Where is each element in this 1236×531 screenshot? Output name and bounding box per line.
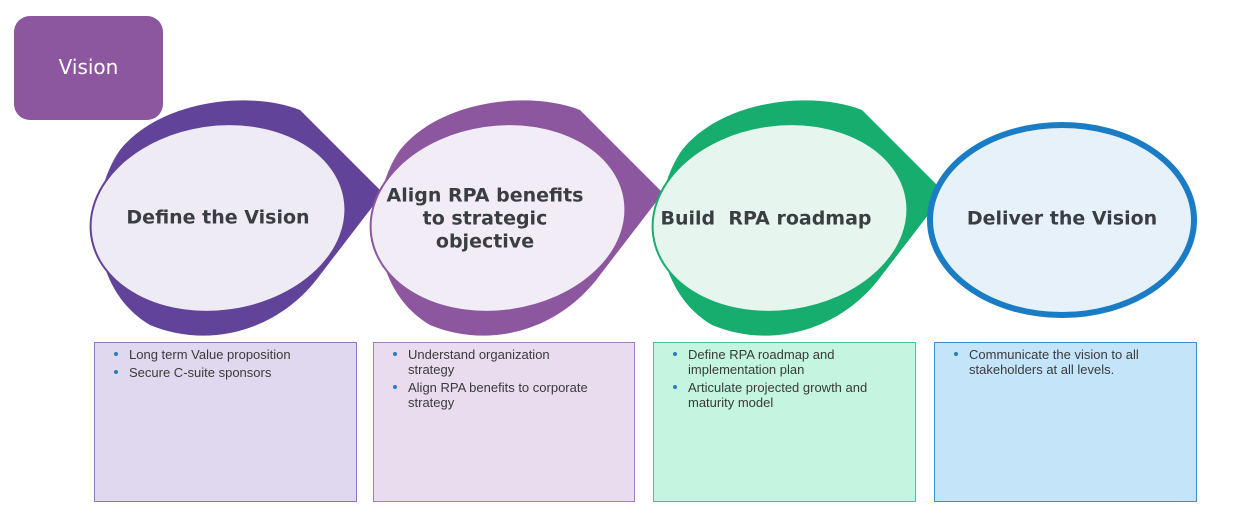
stage-4-bullet: Communicate the vision to all stakeholde… <box>954 347 1169 377</box>
vision-tag-label: Vision <box>58 55 119 79</box>
stage-1-ellipse <box>89 123 347 313</box>
stage-1-bullet-list: Long term Value proposition Secure C-sui… <box>111 347 348 380</box>
stage-4-ellipse <box>927 122 1197 318</box>
stage-2-bullet-list: Understand organization strategy Align R… <box>390 347 626 410</box>
stage-3-details-box: Define RPA roadmap and implementation pl… <box>653 342 916 502</box>
stage-4-bullet-list: Communicate the vision to all stakeholde… <box>951 347 1188 377</box>
vision-tag: Vision <box>14 16 163 120</box>
stage-3-title: Build RPA roadmap <box>660 207 872 230</box>
stage-4-title: Deliver the Vision <box>966 207 1158 230</box>
stage-3-bullet: Define RPA roadmap and implementation pl… <box>673 347 863 377</box>
stage-1-details-box: Long term Value proposition Secure C-sui… <box>94 342 357 502</box>
stage-2-bullet: Understand organization strategy <box>393 347 578 377</box>
stage-1-title: Define the Vision <box>126 206 310 229</box>
stage-3-ellipse <box>651 123 909 313</box>
stage-3-bullet-list: Define RPA roadmap and implementation pl… <box>670 347 907 410</box>
stage-4-details-box: Communicate the vision to all stakeholde… <box>934 342 1197 502</box>
stage-1-bullet: Long term Value proposition <box>114 347 348 362</box>
stage-2-bullet: Align RPA benefits to corporate strategy <box>393 380 626 410</box>
stage-2-ellipse <box>369 123 627 313</box>
stage-2-title: Align RPA benefits to strategic objectiv… <box>386 184 584 253</box>
stage-3-bullet: Articulate projected growth and maturity… <box>673 380 907 410</box>
stage-2-details-box: Understand organization strategy Align R… <box>373 342 635 502</box>
stage-1-bullet: Secure C-suite sponsors <box>114 365 348 380</box>
